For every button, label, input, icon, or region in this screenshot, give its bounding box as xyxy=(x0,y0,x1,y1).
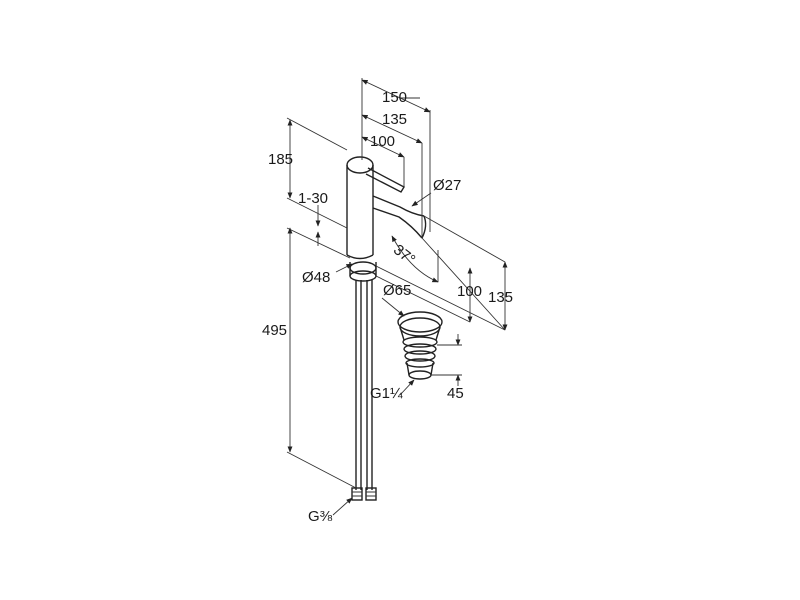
dim-body-diameter: Ø27 xyxy=(433,177,461,194)
dim-overall-length: 150 xyxy=(382,89,407,106)
dimension-labels: 150 135 100 Ø27 185 1-30 Ø48 495 37° 100… xyxy=(262,89,513,525)
dim-waste-height: 45 xyxy=(447,385,464,402)
dim-hose-length: 495 xyxy=(262,322,287,339)
dim-waste-thread: G1¼ xyxy=(370,385,403,402)
dim-spout-angle: 37° xyxy=(390,241,418,268)
faucet-body xyxy=(346,156,427,282)
waste-valve xyxy=(397,311,443,380)
dim-waste-diameter: Ø65 xyxy=(383,282,411,299)
dim-spout-height: 100 xyxy=(457,283,482,300)
dim-spout-reach: 135 xyxy=(382,111,407,128)
supply-hose xyxy=(351,280,377,501)
dimension-lines xyxy=(286,78,508,516)
dim-handle-reach: 100 xyxy=(370,133,395,150)
dim-spout-outlet-height: 135 xyxy=(488,289,513,306)
dim-deck-thickness: 1-30 xyxy=(298,190,328,207)
dim-base-diameter: Ø48 xyxy=(302,269,330,286)
dim-supply-thread: G⅜ xyxy=(308,508,333,525)
dim-total-height: 185 xyxy=(268,151,293,168)
